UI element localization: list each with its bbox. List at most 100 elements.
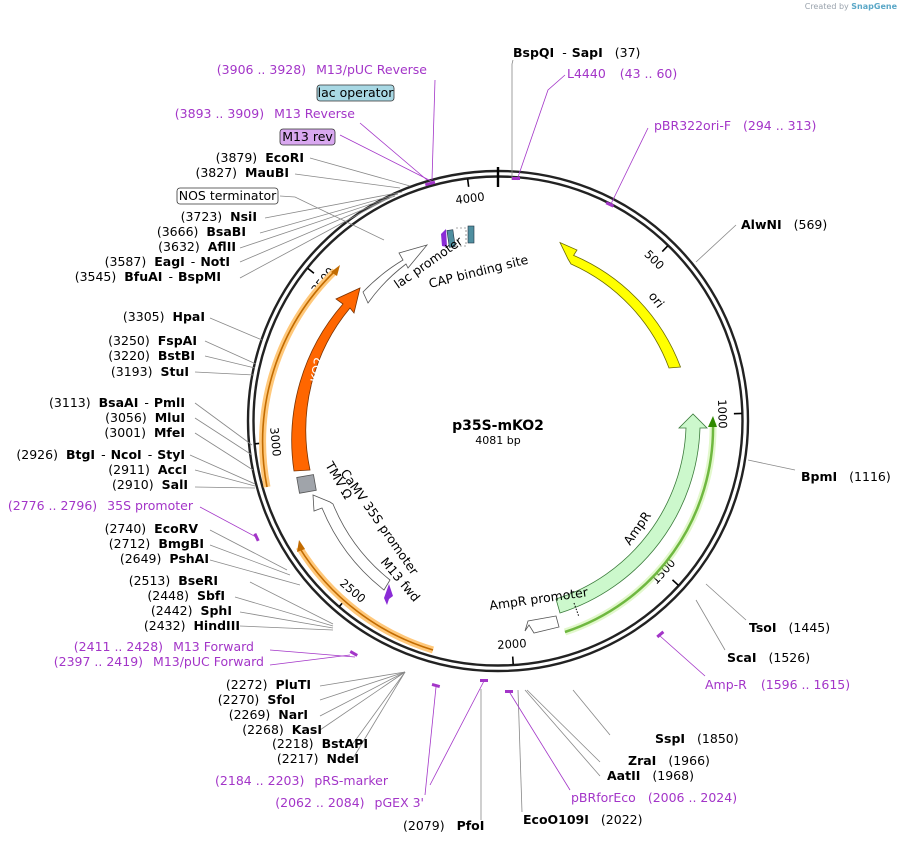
site-zrai: ZraI bbox=[628, 753, 656, 768]
primer-m13-forward: M13 Forward bbox=[173, 639, 254, 654]
site-pshai: PshAI bbox=[169, 551, 209, 566]
svg-text:Amp-R(1596 .. 1615): Amp-R(1596 .. 1615) bbox=[705, 677, 850, 692]
svg-text:(2910)SalI: (2910)SalI bbox=[112, 477, 188, 492]
svg-text:(2217)NdeI: (2217)NdeI bbox=[277, 751, 359, 766]
svg-text:(2740)EcoRV: (2740)EcoRV bbox=[105, 521, 199, 536]
svg-text:(2268)KasI: (2268)KasI bbox=[242, 722, 322, 737]
tmv-feature[interactable] bbox=[296, 474, 317, 494]
primer-pbrforeco: pBRforEco bbox=[571, 790, 636, 805]
features bbox=[259, 225, 717, 654]
primer-m13puc-reverse: M13/pUC Reverse bbox=[316, 62, 427, 77]
primer-leader-lines bbox=[199, 74, 706, 796]
tick-3500 bbox=[307, 267, 315, 274]
site-btgi: BtgI bbox=[66, 447, 95, 462]
site-bseri: BseRI bbox=[178, 573, 218, 588]
site-bstbi: BstBI bbox=[158, 348, 195, 363]
svg-text:(2272)PluTI: (2272)PluTI bbox=[226, 677, 311, 692]
svg-text:BspQI-SapI(37): BspQI-SapI(37) bbox=[513, 45, 640, 60]
enzyme-labels-right: BspQI-SapI(37) AlwNI(569) BpmI(1116) Tso… bbox=[403, 45, 891, 833]
svg-text:(3001)MfeI: (3001)MfeI bbox=[104, 425, 185, 440]
m13rev-label: M13 rev bbox=[282, 129, 333, 144]
site-scai: ScaI bbox=[727, 650, 757, 665]
svg-text:ScaI(1526): ScaI(1526) bbox=[727, 650, 810, 665]
primer-prs-marker: pRS-marker bbox=[314, 773, 389, 788]
m13rev-feature[interactable] bbox=[441, 229, 447, 247]
svg-text:(2911)AccI: (2911)AccI bbox=[108, 462, 187, 477]
svg-text:(3906 .. 3928)M13/pUC Reverse: (3906 .. 3928)M13/pUC Reverse bbox=[217, 62, 428, 77]
mko2-feature[interactable] bbox=[291, 287, 361, 472]
ampr-orf bbox=[564, 422, 715, 634]
svg-text:(3250)FspAI: (3250)FspAI bbox=[108, 333, 197, 348]
site-bspqi: BspQI bbox=[513, 45, 554, 60]
site-acci: AccI bbox=[158, 462, 187, 477]
site-ecori: EcoRI bbox=[265, 150, 304, 165]
svg-text:(2079)PfoI: (2079)PfoI bbox=[403, 818, 484, 833]
tick-4000 bbox=[466, 178, 470, 187]
lac-operator-feature[interactable] bbox=[446, 229, 456, 248]
site-sbfi: SbfI bbox=[197, 588, 225, 603]
leader-lines bbox=[189, 59, 796, 820]
svg-text:TsoI(1445): TsoI(1445) bbox=[749, 620, 830, 635]
svg-text:AatII(1968): AatII(1968) bbox=[607, 768, 694, 783]
svg-text:(3723)NsiI: (3723)NsiI bbox=[181, 209, 257, 224]
boxed-labels: lac operator M13 rev NOS terminator bbox=[176, 84, 395, 205]
svg-text:AlwNI(569): AlwNI(569) bbox=[741, 217, 827, 232]
camv-promoter-feature[interactable] bbox=[312, 494, 391, 591]
svg-text:ZraI(1966): ZraI(1966) bbox=[628, 753, 710, 768]
svg-text:(2442)SphI: (2442)SphI bbox=[151, 603, 232, 618]
site-alwni: AlwNI bbox=[741, 217, 782, 232]
svg-text:(3587)EagI-NotI: (3587)EagI-NotI bbox=[105, 254, 230, 269]
site-tsoi: TsoI bbox=[749, 620, 777, 635]
primer-m13puc-forward: M13/pUC Forward bbox=[153, 654, 264, 669]
svg-text:(2432)HindIII: (2432)HindIII bbox=[144, 618, 240, 633]
primer-m13-reverse: M13 Reverse bbox=[274, 106, 355, 121]
plasmid-size: 4081 bp bbox=[475, 434, 520, 447]
tick-1500 bbox=[671, 579, 679, 586]
site-mlui: MluI bbox=[155, 410, 185, 425]
ori-feature[interactable] bbox=[559, 241, 682, 369]
primer-amp-r: Amp-R bbox=[705, 677, 747, 692]
ori-label: ori bbox=[646, 289, 668, 311]
enzyme-labels-left: (2217)NdeI (2218)BstAPI (2268)KasI (2269… bbox=[16, 150, 368, 766]
cap-binding-feature[interactable] bbox=[467, 225, 475, 244]
site-mfei: MfeI bbox=[154, 425, 185, 440]
site-sfoi: SfoI bbox=[267, 692, 295, 707]
svg-text:(2712)BmgBI: (2712)BmgBI bbox=[109, 536, 204, 551]
site-bstapi: BstAPI bbox=[322, 736, 368, 751]
svg-text:SspI(1850): SspI(1850) bbox=[655, 731, 739, 746]
mko2-label: mKO2 bbox=[305, 356, 326, 396]
svg-text:(3893 .. 3909)M13 Reverse: (3893 .. 3909)M13 Reverse bbox=[175, 106, 355, 121]
svg-text:(3193)StuI: (3193)StuI bbox=[111, 364, 189, 379]
ampr-promoter-feature[interactable] bbox=[524, 615, 560, 634]
plasmid-name: p35S-mKO2 bbox=[452, 418, 544, 434]
lac-promoter-feature[interactable] bbox=[362, 244, 429, 304]
nos-terminator-label: NOS terminator bbox=[179, 188, 277, 203]
site-pfoi: PfoI bbox=[457, 818, 485, 833]
lac-operator-label: lac operator bbox=[318, 85, 395, 100]
svg-text:(3220)BstBI: (3220)BstBI bbox=[108, 348, 195, 363]
site-aatii: AatII bbox=[607, 768, 640, 783]
svg-text:(2184 .. 2203)pRS-marker: (2184 .. 2203)pRS-marker bbox=[215, 773, 389, 788]
ampr-promoter-label: AmpR promoter bbox=[488, 584, 589, 613]
site-sspi: SspI bbox=[655, 731, 685, 746]
svg-text:(2448)SbfI: (2448)SbfI bbox=[147, 588, 225, 603]
primer-l4440: L4440 bbox=[567, 66, 606, 81]
svg-text:(2649)PshAI: (2649)PshAI bbox=[120, 551, 209, 566]
site-bsaai: BsaAI bbox=[99, 395, 139, 410]
svg-text:(3879)EcoRI: (3879)EcoRI bbox=[216, 150, 304, 165]
m13fwd-feature[interactable] bbox=[384, 584, 393, 605]
svg-text:(3545)BfuAI-BspMI: (3545)BfuAI-BspMI bbox=[75, 269, 221, 284]
site-kasi: KasI bbox=[292, 722, 322, 737]
site-hindiii: HindIII bbox=[193, 618, 240, 633]
ampr-feature[interactable] bbox=[555, 413, 708, 614]
site-bsabi: BsaBI bbox=[206, 224, 246, 239]
svg-text:(2062 .. 2084)pGEX 3': (2062 .. 2084)pGEX 3' bbox=[275, 795, 424, 810]
tick-label-3000: 3000 bbox=[267, 427, 284, 457]
svg-text:(2513)BseRI: (2513)BseRI bbox=[129, 573, 218, 588]
svg-text:(3666)BsaBI: (3666)BsaBI bbox=[157, 224, 246, 239]
primer-marks bbox=[253, 177, 665, 693]
svg-text:(2776 .. 2796)35S promoter: (2776 .. 2796)35S promoter bbox=[8, 498, 194, 513]
svg-text:L4440(43 .. 60): L4440(43 .. 60) bbox=[567, 66, 677, 81]
primer-labels: L4440(43 .. 60) pBR322ori-F(294 .. 313) … bbox=[8, 62, 850, 810]
